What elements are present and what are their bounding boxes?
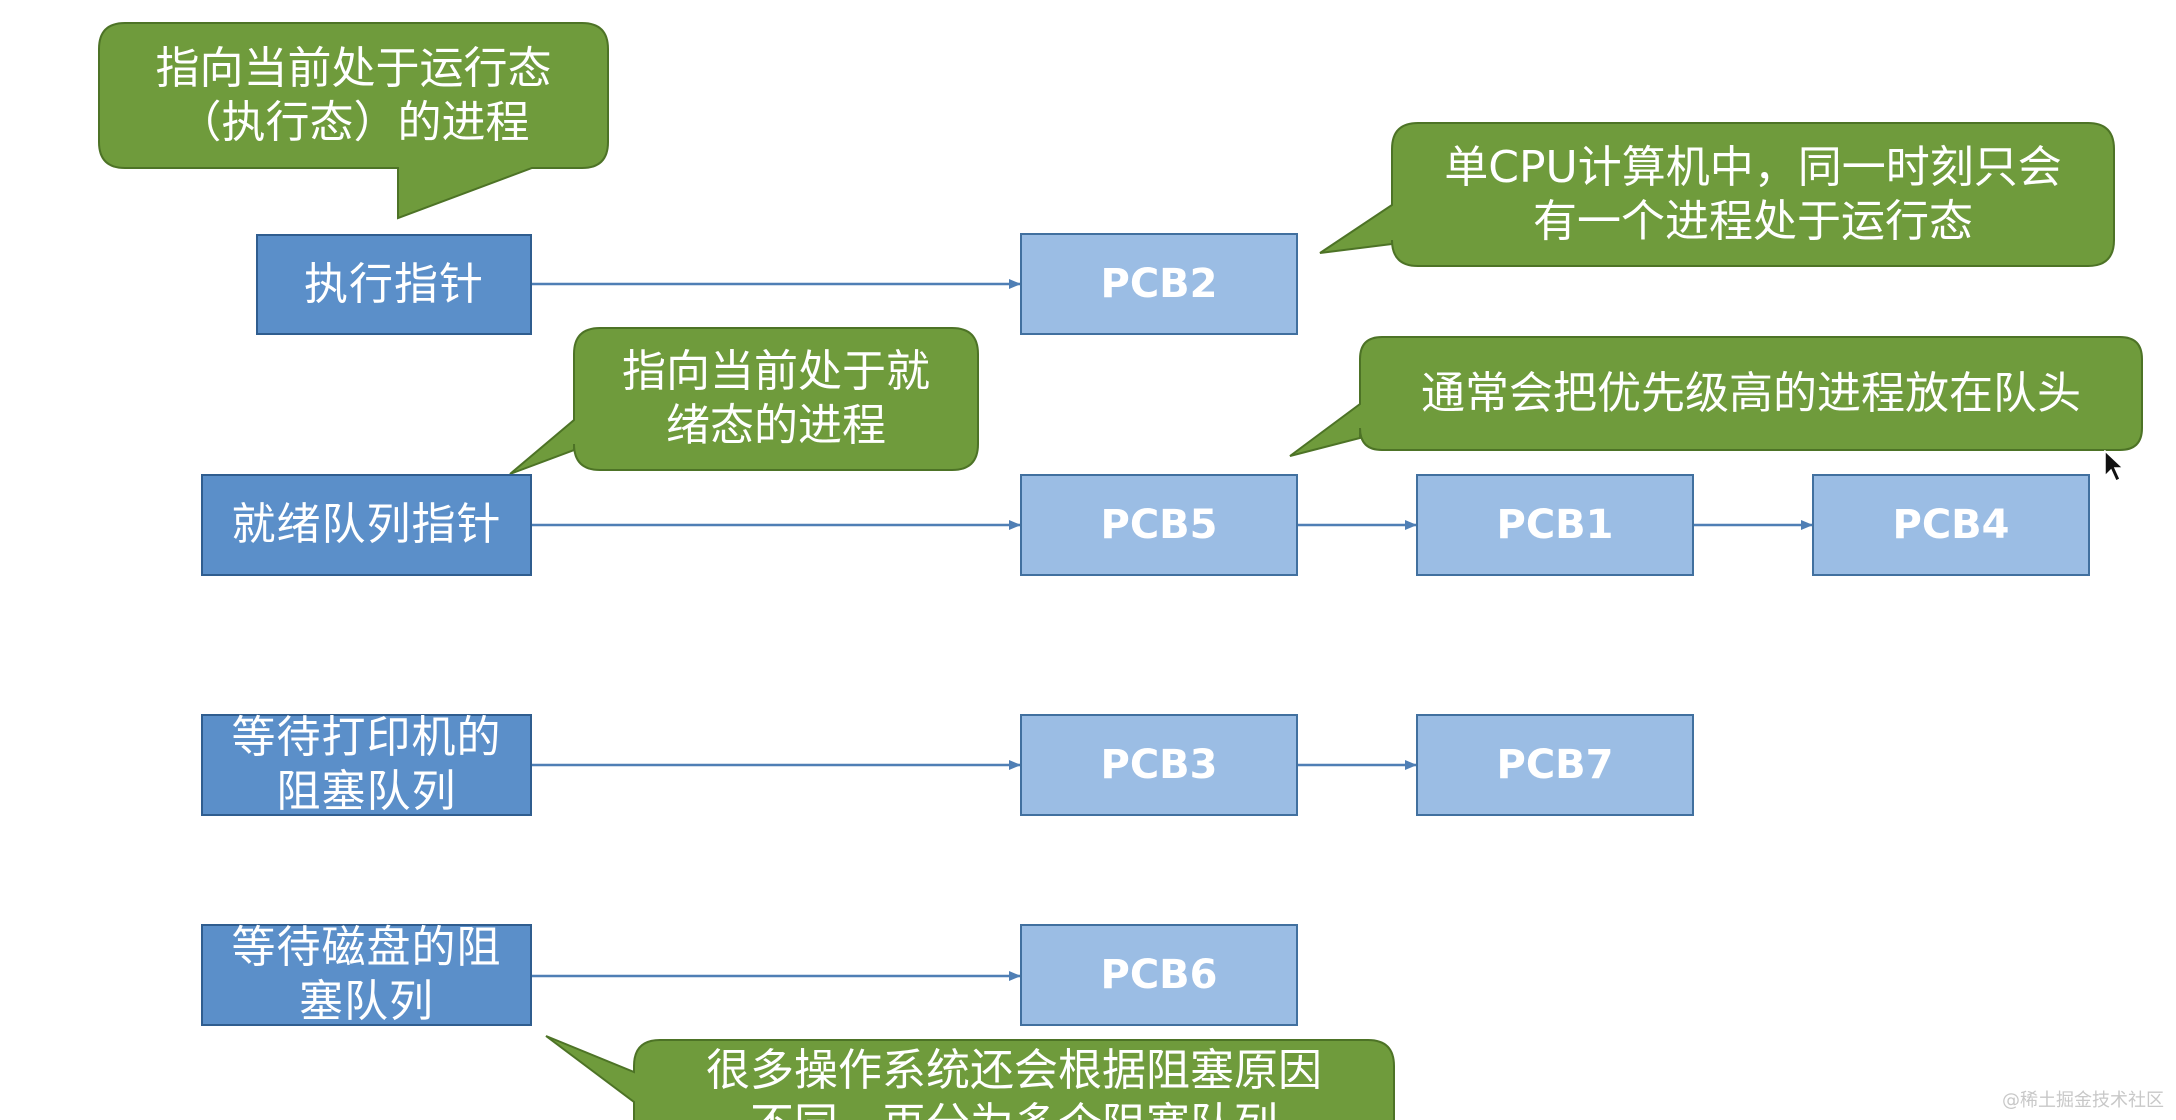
disk-blocked-line1: 等待磁盘的阻 [231, 922, 502, 973]
callout-single-cpu-line2: 有一个进程处于运行态 [1533, 195, 1973, 247]
pcb1-box: PCB1 [1416, 474, 1694, 576]
disk-blocked-line2: 塞队列 [299, 976, 434, 1027]
pcb1-label: PCB1 [1496, 502, 1614, 548]
callout-exec-line1: 指向当前处于运行态 [155, 43, 552, 94]
exec-pointer-label: 执行指针 [304, 258, 484, 310]
printer-blocked-queue-box: 等待打印机的 阻塞队列 [201, 712, 532, 817]
pcb4-box: PCB4 [1812, 474, 2090, 576]
pcb7-label: PCB7 [1496, 742, 1614, 788]
pcb6-box: PCB6 [1020, 924, 1298, 1026]
exec-pointer-box: 执行指针 [256, 234, 532, 335]
callout-blocked-text: 很多操作系统还会根据阻塞原因 不同，再分为多个阻塞队列 [634, 1044, 1394, 1120]
pcb5-label: PCB5 [1100, 502, 1218, 548]
callout-single-cpu-text: 单CPU计算机中，同一时刻只会 有一个进程处于运行态 [1392, 123, 2114, 266]
callout-blocked-line1: 很多操作系统还会根据阻塞原因 [706, 1045, 1322, 1096]
callout-exec-line2: （执行态）的进程 [177, 97, 530, 148]
ready-queue-pointer-box: 就绪队列指针 [201, 474, 532, 576]
pcb3-label: PCB3 [1100, 742, 1218, 788]
pcb2-box: PCB2 [1020, 233, 1298, 335]
callout-ready-text: 指向当前处于就 绪态的进程 [574, 328, 978, 470]
callout-blocked-line2: 不同，再分为多个阻塞队列 [706, 1098, 1322, 1120]
callout-blocked-shape [545, 1035, 1395, 1120]
callout-single-cpu-shape [1319, 122, 2115, 267]
disk-blocked-queue-box: 等待磁盘的阻 塞队列 [201, 922, 532, 1027]
pcb4-label: PCB4 [1892, 502, 2010, 548]
printer-blocked-line1: 等待打印机的 [231, 712, 502, 763]
callout-priority-shape [1289, 336, 2143, 457]
ready-queue-pointer-label: 就绪队列指针 [231, 499, 502, 550]
callout-ready-shape [509, 327, 979, 475]
pcb6-label: PCB6 [1100, 952, 1218, 998]
pcb7-box: PCB7 [1416, 714, 1694, 816]
watermark: @稀土掘金技术社区 [2002, 1090, 2164, 1111]
callout-ready-line1: 指向当前处于就 [622, 346, 930, 397]
pcb5-box: PCB5 [1020, 474, 1298, 576]
callout-ready-line2: 绪态的进程 [666, 400, 886, 451]
callout-exec-text: 指向当前处于运行态 （执行态）的进程 [99, 28, 608, 164]
printer-blocked-line2: 阻塞队列 [276, 766, 457, 817]
callout-single-cpu-line1: 单CPU计算机中，同一时刻只会 [1444, 141, 2062, 193]
callout-priority-text: 通常会把优先级高的进程放在队头 [1360, 337, 2142, 450]
callout-priority-line: 通常会把优先级高的进程放在队头 [1421, 367, 2081, 419]
mouse-cursor-icon [2104, 450, 2125, 483]
callout-exec-shape [98, 22, 609, 220]
pcb3-box: PCB3 [1020, 714, 1298, 816]
pcb2-label: PCB2 [1100, 261, 1218, 307]
